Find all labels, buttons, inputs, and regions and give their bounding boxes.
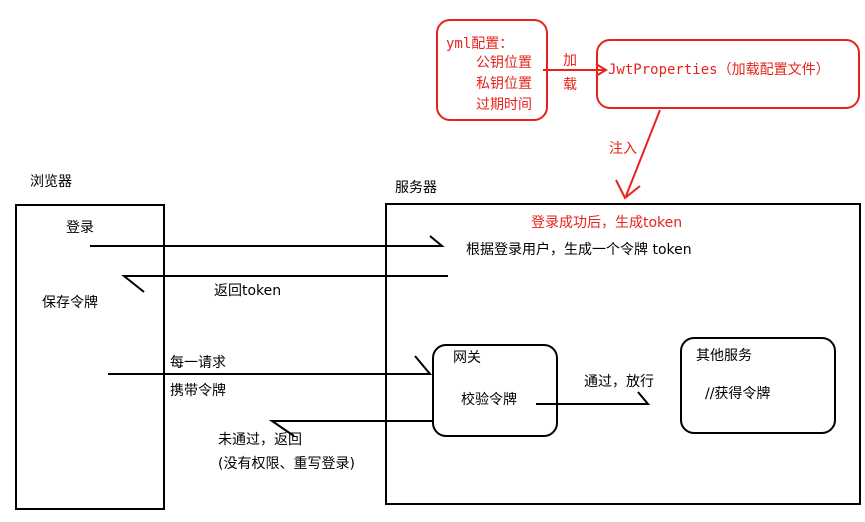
jwt-properties-label: JwtProperties（加载配置文件） (608, 62, 830, 78)
pass-arrow (536, 391, 651, 405)
yml-config-title: yml配置： (446, 36, 514, 52)
load-arrow (543, 63, 608, 77)
fail-return-arrow (268, 420, 432, 437)
fail-return-label: 未通过，返回 (218, 432, 302, 448)
save-token-label: 保存令牌 (42, 295, 98, 311)
inject-arrow (615, 109, 661, 200)
gateway-title: 网关 (453, 350, 481, 366)
request-arrow (108, 355, 433, 375)
private-key-location: 私钥位置 (476, 76, 532, 92)
fail-reason-label: (没有权限、重写登录) (218, 456, 355, 472)
each-request-label: 每一请求 (170, 355, 226, 371)
login-arrow (90, 235, 445, 247)
carry-token-label: 携带令牌 (170, 383, 226, 399)
browser-title: 浏览器 (30, 174, 72, 190)
browser-box (15, 204, 165, 510)
pass-label: 通过，放行 (584, 374, 654, 390)
get-token-label: //获得令牌 (705, 386, 771, 402)
return-token-label: 返回token (214, 283, 282, 299)
return-token-arrow (121, 275, 448, 293)
other-service-box (680, 337, 836, 434)
server-title: 服务器 (395, 180, 437, 196)
other-service-title: 其他服务 (696, 348, 752, 364)
gateway-box (432, 344, 558, 437)
load-label-2: 载 (563, 77, 577, 93)
jwt-properties-box (596, 39, 860, 109)
load-label-1: 加 (563, 53, 577, 69)
login-success-label: 登录成功后，生成token (531, 215, 683, 231)
server-box (385, 203, 861, 505)
expiration-time: 过期时间 (476, 97, 532, 113)
public-key-location: 公钥位置 (476, 55, 532, 71)
login-label: 登录 (66, 220, 94, 236)
inject-label: 注入 (609, 141, 637, 157)
verify-token-label: 校验令牌 (461, 392, 517, 408)
generate-token-label: 根据登录用户，生成一个令牌 token (466, 242, 692, 258)
